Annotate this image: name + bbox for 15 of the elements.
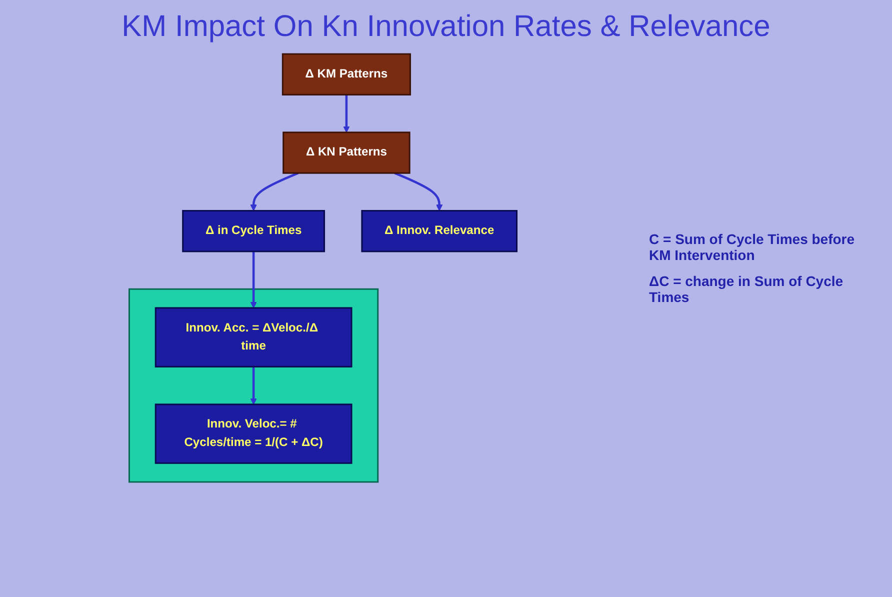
node-box: Innov. Acc. = ΔVeloc./Δ time xyxy=(154,307,352,368)
note-text: ΔC = change in Sum of Cycle Times xyxy=(649,273,844,305)
arrow xyxy=(250,366,257,405)
arrow xyxy=(250,172,299,212)
node-box: Δ KM Patterns xyxy=(282,53,411,96)
arrow xyxy=(250,251,257,308)
arrow xyxy=(394,172,443,212)
cluster xyxy=(128,288,379,483)
arrow xyxy=(343,94,350,133)
note-text: C = Sum of Cycle Times before KM Intervention xyxy=(649,231,856,263)
node-box: Δ Innov. Relevance xyxy=(361,210,518,252)
node-box: Δ KN Patterns xyxy=(282,132,410,174)
node-box: Δ in Cycle Times xyxy=(182,210,326,252)
title: KM Impact On Kn Innovation Rates & Relevance xyxy=(120,10,772,44)
node-box: Innov. Veloc.= # Cycles/time = 1/(C + ΔC) xyxy=(154,404,352,464)
